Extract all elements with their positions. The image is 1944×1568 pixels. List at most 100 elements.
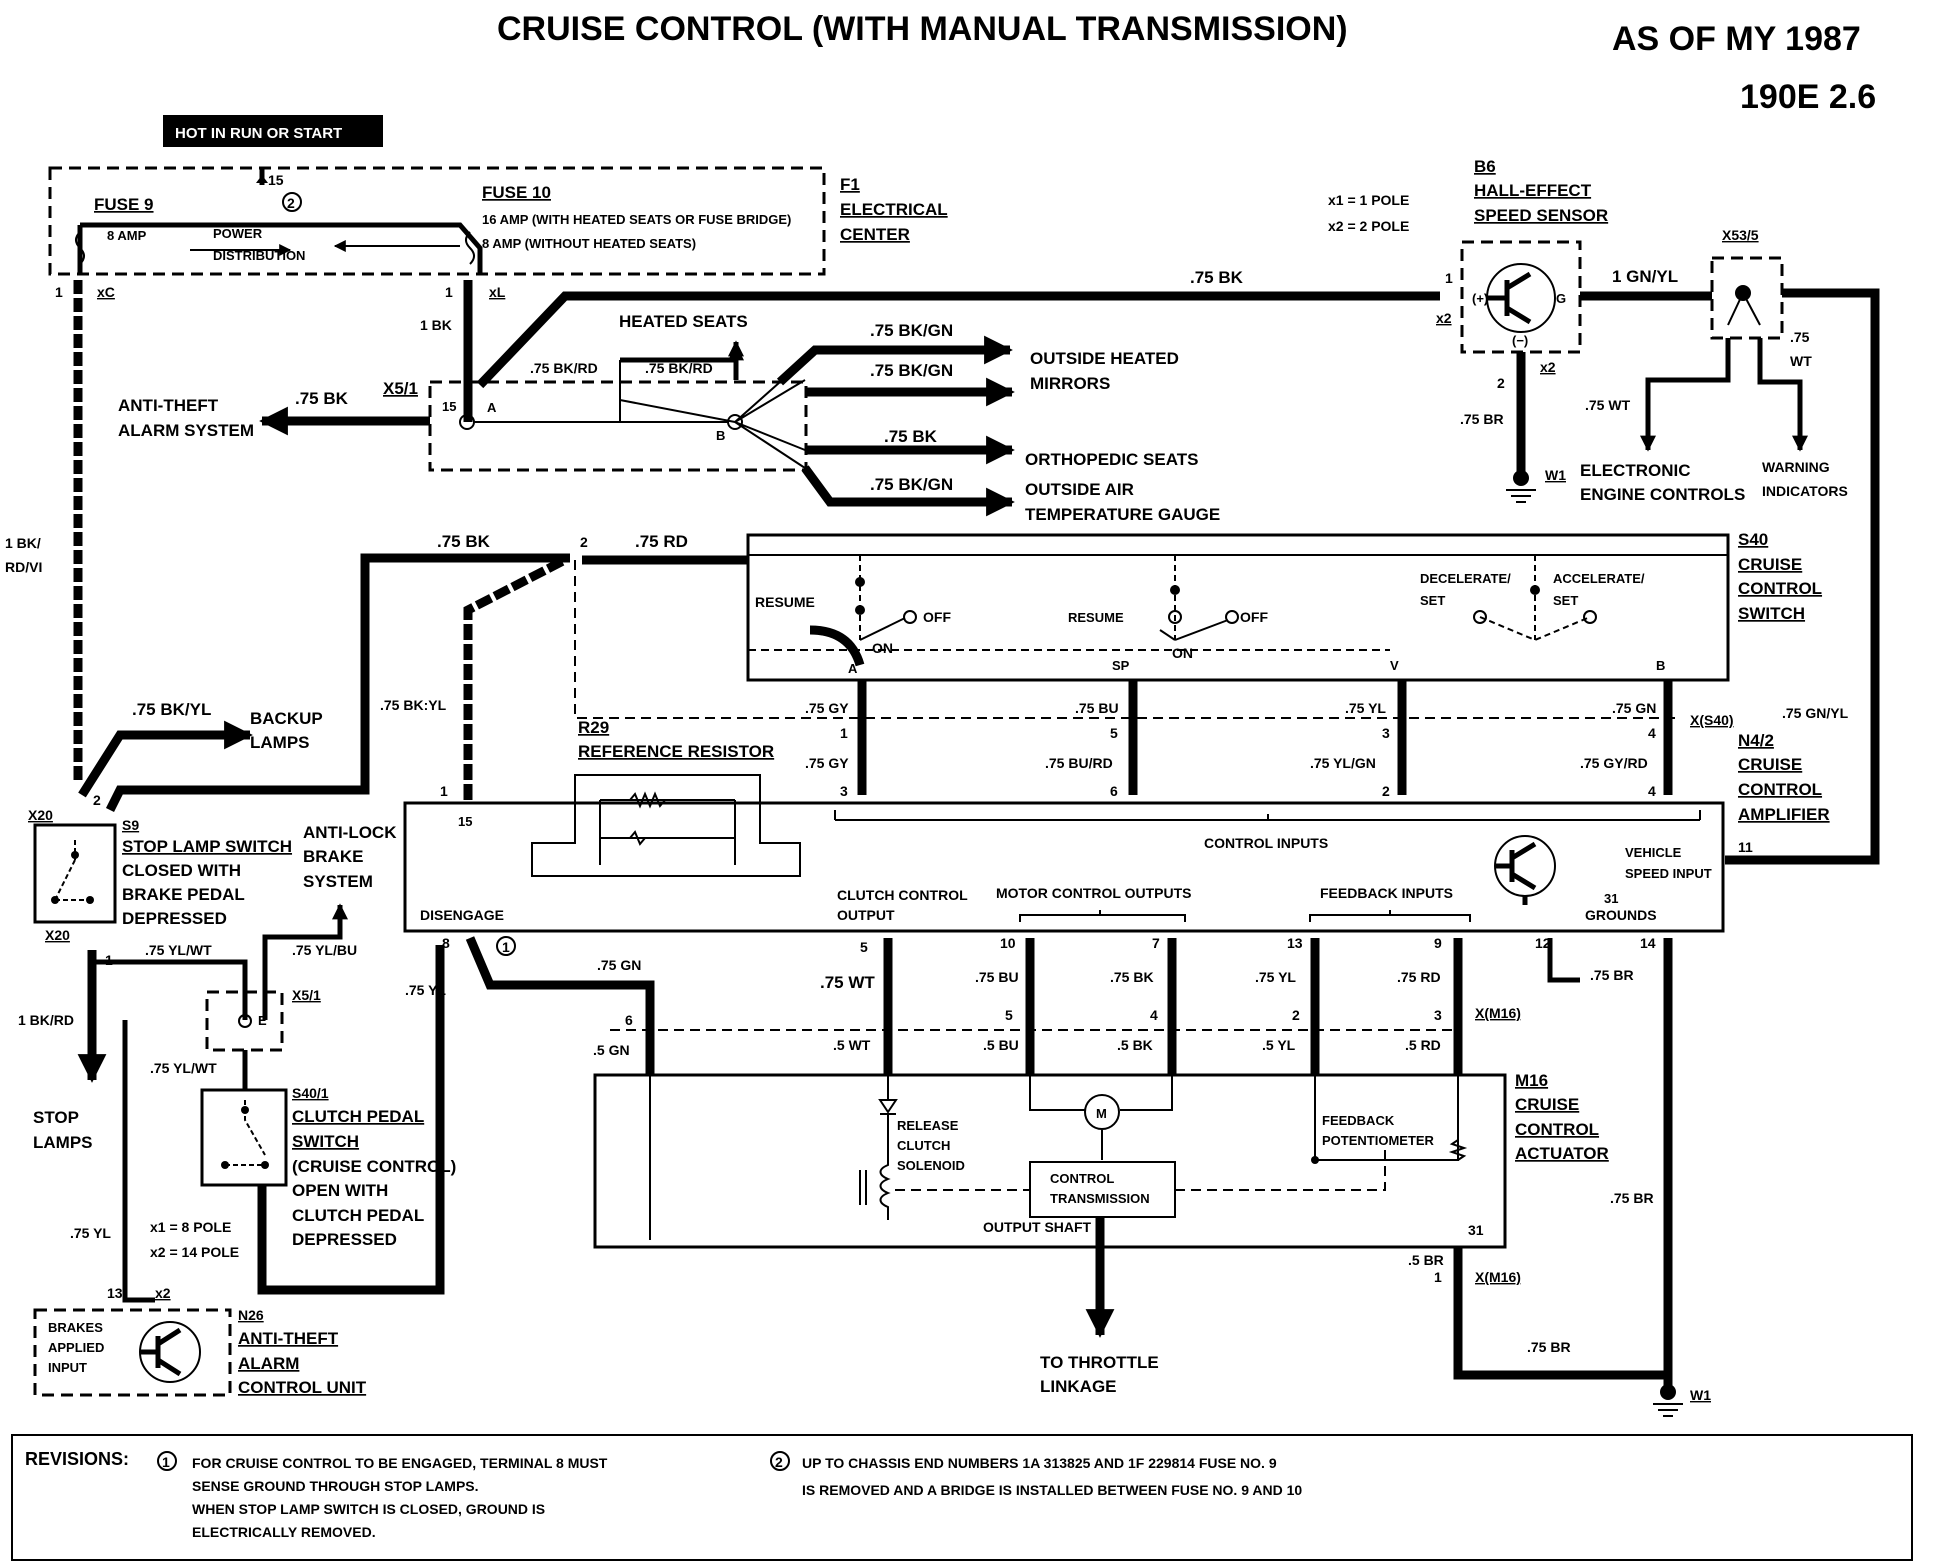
s40-accel-1: ACCELERATE/ bbox=[1553, 571, 1645, 586]
act-c4: 4 bbox=[1150, 1007, 1158, 1023]
amp-pin-14: 14 bbox=[1640, 935, 1656, 951]
release-label-3: SOLENOID bbox=[897, 1158, 965, 1173]
left-feed-label-2: RD/VI bbox=[5, 559, 42, 575]
yl-mid-label: .75 YL bbox=[405, 982, 446, 998]
splice-node-a-label: A bbox=[487, 400, 497, 415]
s9-label-1: STOP LAMP SWITCH bbox=[122, 837, 292, 856]
b6-id: B6 bbox=[1474, 157, 1496, 176]
act-br5: .5 BR bbox=[1408, 1252, 1444, 1268]
backup-label-1: BACKUP bbox=[250, 709, 323, 728]
revisions-label: REVISIONS: bbox=[25, 1449, 129, 1469]
feedback-inputs: FEEDBACK INPUTS bbox=[1320, 885, 1453, 901]
fuse10-label: FUSE 10 bbox=[482, 183, 551, 202]
s40-pin-a: A bbox=[848, 661, 858, 676]
wire-1bk: 1 BK bbox=[420, 317, 452, 333]
n42-id: N4/2 bbox=[1738, 731, 1774, 750]
amp-pin-15: 15 bbox=[458, 814, 472, 829]
wire-air-gauge bbox=[801, 465, 1015, 517]
b6-label-2: SPEED SENSOR bbox=[1474, 206, 1608, 225]
terminal-15: 15 bbox=[268, 172, 284, 188]
n26-id: N26 bbox=[238, 1307, 264, 1323]
sensor-g: G bbox=[1556, 291, 1566, 306]
revisions-box bbox=[11, 1434, 1913, 1561]
wire-engine-ctrl bbox=[1639, 338, 1731, 452]
s40-gyrd: .75 GY/RD bbox=[1580, 755, 1648, 771]
wire-actuator-ground bbox=[1453, 1247, 1668, 1380]
fuse9-label: FUSE 9 bbox=[94, 195, 154, 214]
wire-bk-top-left bbox=[105, 553, 570, 813]
revision-1-line-1: FOR CRUISE CONTROL TO BE ENGAGED, TERMIN… bbox=[192, 1455, 608, 1471]
warning-label-2: INDICATORS bbox=[1762, 483, 1848, 499]
sensor-wire-br: .75 BR bbox=[1460, 411, 1504, 427]
n42-label-1: CRUISE bbox=[1738, 755, 1802, 774]
output-shaft-label: OUTPUT SHAFT bbox=[983, 1219, 1092, 1235]
s40-decel-2: SET bbox=[1420, 593, 1445, 608]
s40-on-1: ON bbox=[872, 640, 893, 656]
s40-m3: 3 bbox=[840, 783, 848, 799]
sensor-pin-2: 2 bbox=[1497, 375, 1505, 391]
amp-pin-11: 11 bbox=[1738, 839, 1753, 855]
release-label-2: CLUTCH bbox=[897, 1138, 950, 1153]
reference-resistor bbox=[531, 774, 801, 877]
anti-theft-wire-label: .75 BK bbox=[295, 389, 349, 408]
f1-label-2: CENTER bbox=[840, 225, 910, 244]
revision-1-line-3: WHEN STOP LAMP SWITCH IS CLOSED, GROUND … bbox=[192, 1501, 545, 1517]
s40-m4: 4 bbox=[1648, 783, 1656, 799]
act-bu75: .75 BU bbox=[975, 969, 1019, 985]
fuse10-rating-b: 8 AMP (WITHOUT HEATED SEATS) bbox=[482, 236, 696, 251]
pole-1-legend: x1 = 1 POLE bbox=[1328, 192, 1409, 208]
x53-id: X53/5 bbox=[1722, 227, 1759, 243]
bk-3: .75 BK bbox=[884, 427, 938, 446]
act-bk5: .5 BK bbox=[1117, 1037, 1153, 1053]
s40-n4: 4 bbox=[1648, 725, 1656, 741]
wire-bkyl-vertical bbox=[463, 556, 568, 800]
s40-off-1: OFF bbox=[923, 609, 951, 625]
s401-label-2: SWITCH bbox=[292, 1132, 359, 1151]
s9-label-2: CLOSED WITH bbox=[122, 861, 241, 880]
amp-pin-13: 13 bbox=[1287, 935, 1303, 951]
n42-label-3: AMPLIFIER bbox=[1738, 805, 1830, 824]
pin-xl: xL bbox=[489, 284, 506, 300]
pin-xc: xC bbox=[97, 284, 115, 300]
note-1-marker: 1 bbox=[502, 939, 510, 955]
m16-label-3: ACTUATOR bbox=[1515, 1144, 1609, 1163]
vehicle-label-1: VEHICLE bbox=[1625, 845, 1682, 860]
s9-label-4: DEPRESSED bbox=[122, 909, 227, 928]
act-wt5: .5 WT bbox=[833, 1037, 871, 1053]
act-br75-b: .75 BR bbox=[1527, 1339, 1571, 1355]
n26-x2: x2 bbox=[155, 1285, 171, 1301]
sensor-plus: (+) bbox=[1472, 291, 1488, 306]
b6-label-1: HALL-EFFECT bbox=[1474, 181, 1592, 200]
abs-label-2: BRAKE bbox=[303, 847, 363, 866]
pin2-label: 2 bbox=[580, 534, 588, 550]
act-c3: 3 bbox=[1434, 1007, 1442, 1023]
revision-2-line-1: UP TO CHASSIS END NUMBERS 1A 313825 AND … bbox=[802, 1455, 1277, 1471]
s401-label-6: DEPRESSED bbox=[292, 1230, 397, 1249]
yl-bu-label: .75 YL/BU bbox=[292, 942, 357, 958]
motor-label: M bbox=[1096, 1106, 1107, 1121]
wire-clutch-switch bbox=[257, 945, 445, 1295]
s9-switch-box bbox=[33, 823, 117, 924]
wire-warning bbox=[1757, 338, 1809, 452]
amp-pin-1: 1 bbox=[440, 783, 448, 799]
ortho-label: ORTHOPEDIC SEATS bbox=[1025, 450, 1198, 469]
bk-rd-1: .75 BK/RD bbox=[530, 360, 598, 376]
n26-label-2: ALARM bbox=[238, 1354, 299, 1373]
hot-badge-bg bbox=[163, 115, 383, 147]
s40-burd: .75 BU/RD bbox=[1045, 755, 1113, 771]
amp-pin-8: 8 bbox=[442, 935, 450, 951]
sensor-x2-left: x2 bbox=[1436, 310, 1452, 326]
s40-gy2: .75 GY bbox=[805, 755, 849, 771]
splice-x51-e-id: X5/1 bbox=[292, 987, 321, 1003]
anti-theft-label-2: ALARM SYSTEM bbox=[118, 421, 254, 440]
grounds-num: 31 bbox=[1604, 891, 1618, 906]
fuse-box-f1: 15 2 FUSE 9 8 AMP POWER DISTRIBUTION FUS… bbox=[48, 166, 826, 276]
f1-label-1: ELECTRICAL bbox=[840, 200, 948, 219]
s40-pin-b: B bbox=[1656, 658, 1665, 673]
hot-badge: HOT IN RUN OR START bbox=[175, 125, 342, 142]
bk-gn-1: .75 BK/GN bbox=[870, 321, 953, 340]
sensor-out-label: 1 GN/YL bbox=[1612, 267, 1678, 286]
act-c1: 1 bbox=[1434, 1269, 1442, 1285]
motor-symbol bbox=[1084, 1094, 1120, 1130]
pin-xl-num: 1 bbox=[445, 284, 453, 300]
